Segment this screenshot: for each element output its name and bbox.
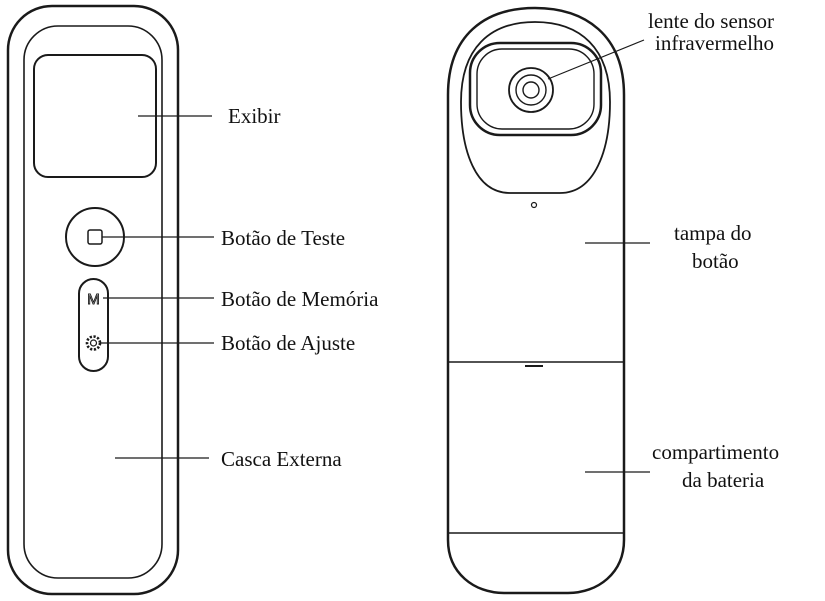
label-memory-button: Botão de Memória — [221, 287, 379, 311]
lens-housing-inner — [476, 48, 595, 130]
label-battery-line1: compartimento — [652, 440, 779, 464]
label-adjust-button: Botão de Ajuste — [221, 331, 355, 355]
back-view: lente do sensor infravermelho tampa do b… — [446, 6, 779, 595]
leader-sensor-lens — [547, 39, 645, 80]
sensor-head-frame — [460, 21, 611, 194]
label-button-cover-line2: botão — [692, 249, 739, 273]
sensor-lens — [508, 67, 554, 113]
label-sensor-lens-line1: lente do sensor — [648, 9, 774, 33]
label-outer-shell: Casca Externa — [221, 447, 342, 471]
sensor-lens-ring — [515, 74, 547, 106]
label-button-cover-line1: tampa do — [674, 221, 752, 245]
front-inner-panel — [23, 25, 163, 579]
gear-icon — [85, 335, 102, 351]
lens-housing — [468, 41, 603, 137]
memory-button-glyph: M — [87, 291, 100, 308]
sensor-lens-core — [522, 81, 540, 99]
front-view: M Exibir Botão de Teste Botão de Memória… — [6, 4, 379, 596]
label-sensor-lens-line2: infravermelho — [655, 31, 774, 55]
front-outer-shell — [6, 4, 180, 596]
label-display: Exibir — [228, 104, 281, 128]
back-outer-shell — [446, 6, 626, 595]
button-pill — [78, 278, 109, 372]
indicator-hole — [530, 201, 538, 209]
label-battery-line2: da bateria — [682, 468, 765, 492]
test-button-square-icon — [87, 229, 103, 245]
label-test-button: Botão de Teste — [221, 226, 345, 250]
display-screen — [33, 54, 157, 178]
